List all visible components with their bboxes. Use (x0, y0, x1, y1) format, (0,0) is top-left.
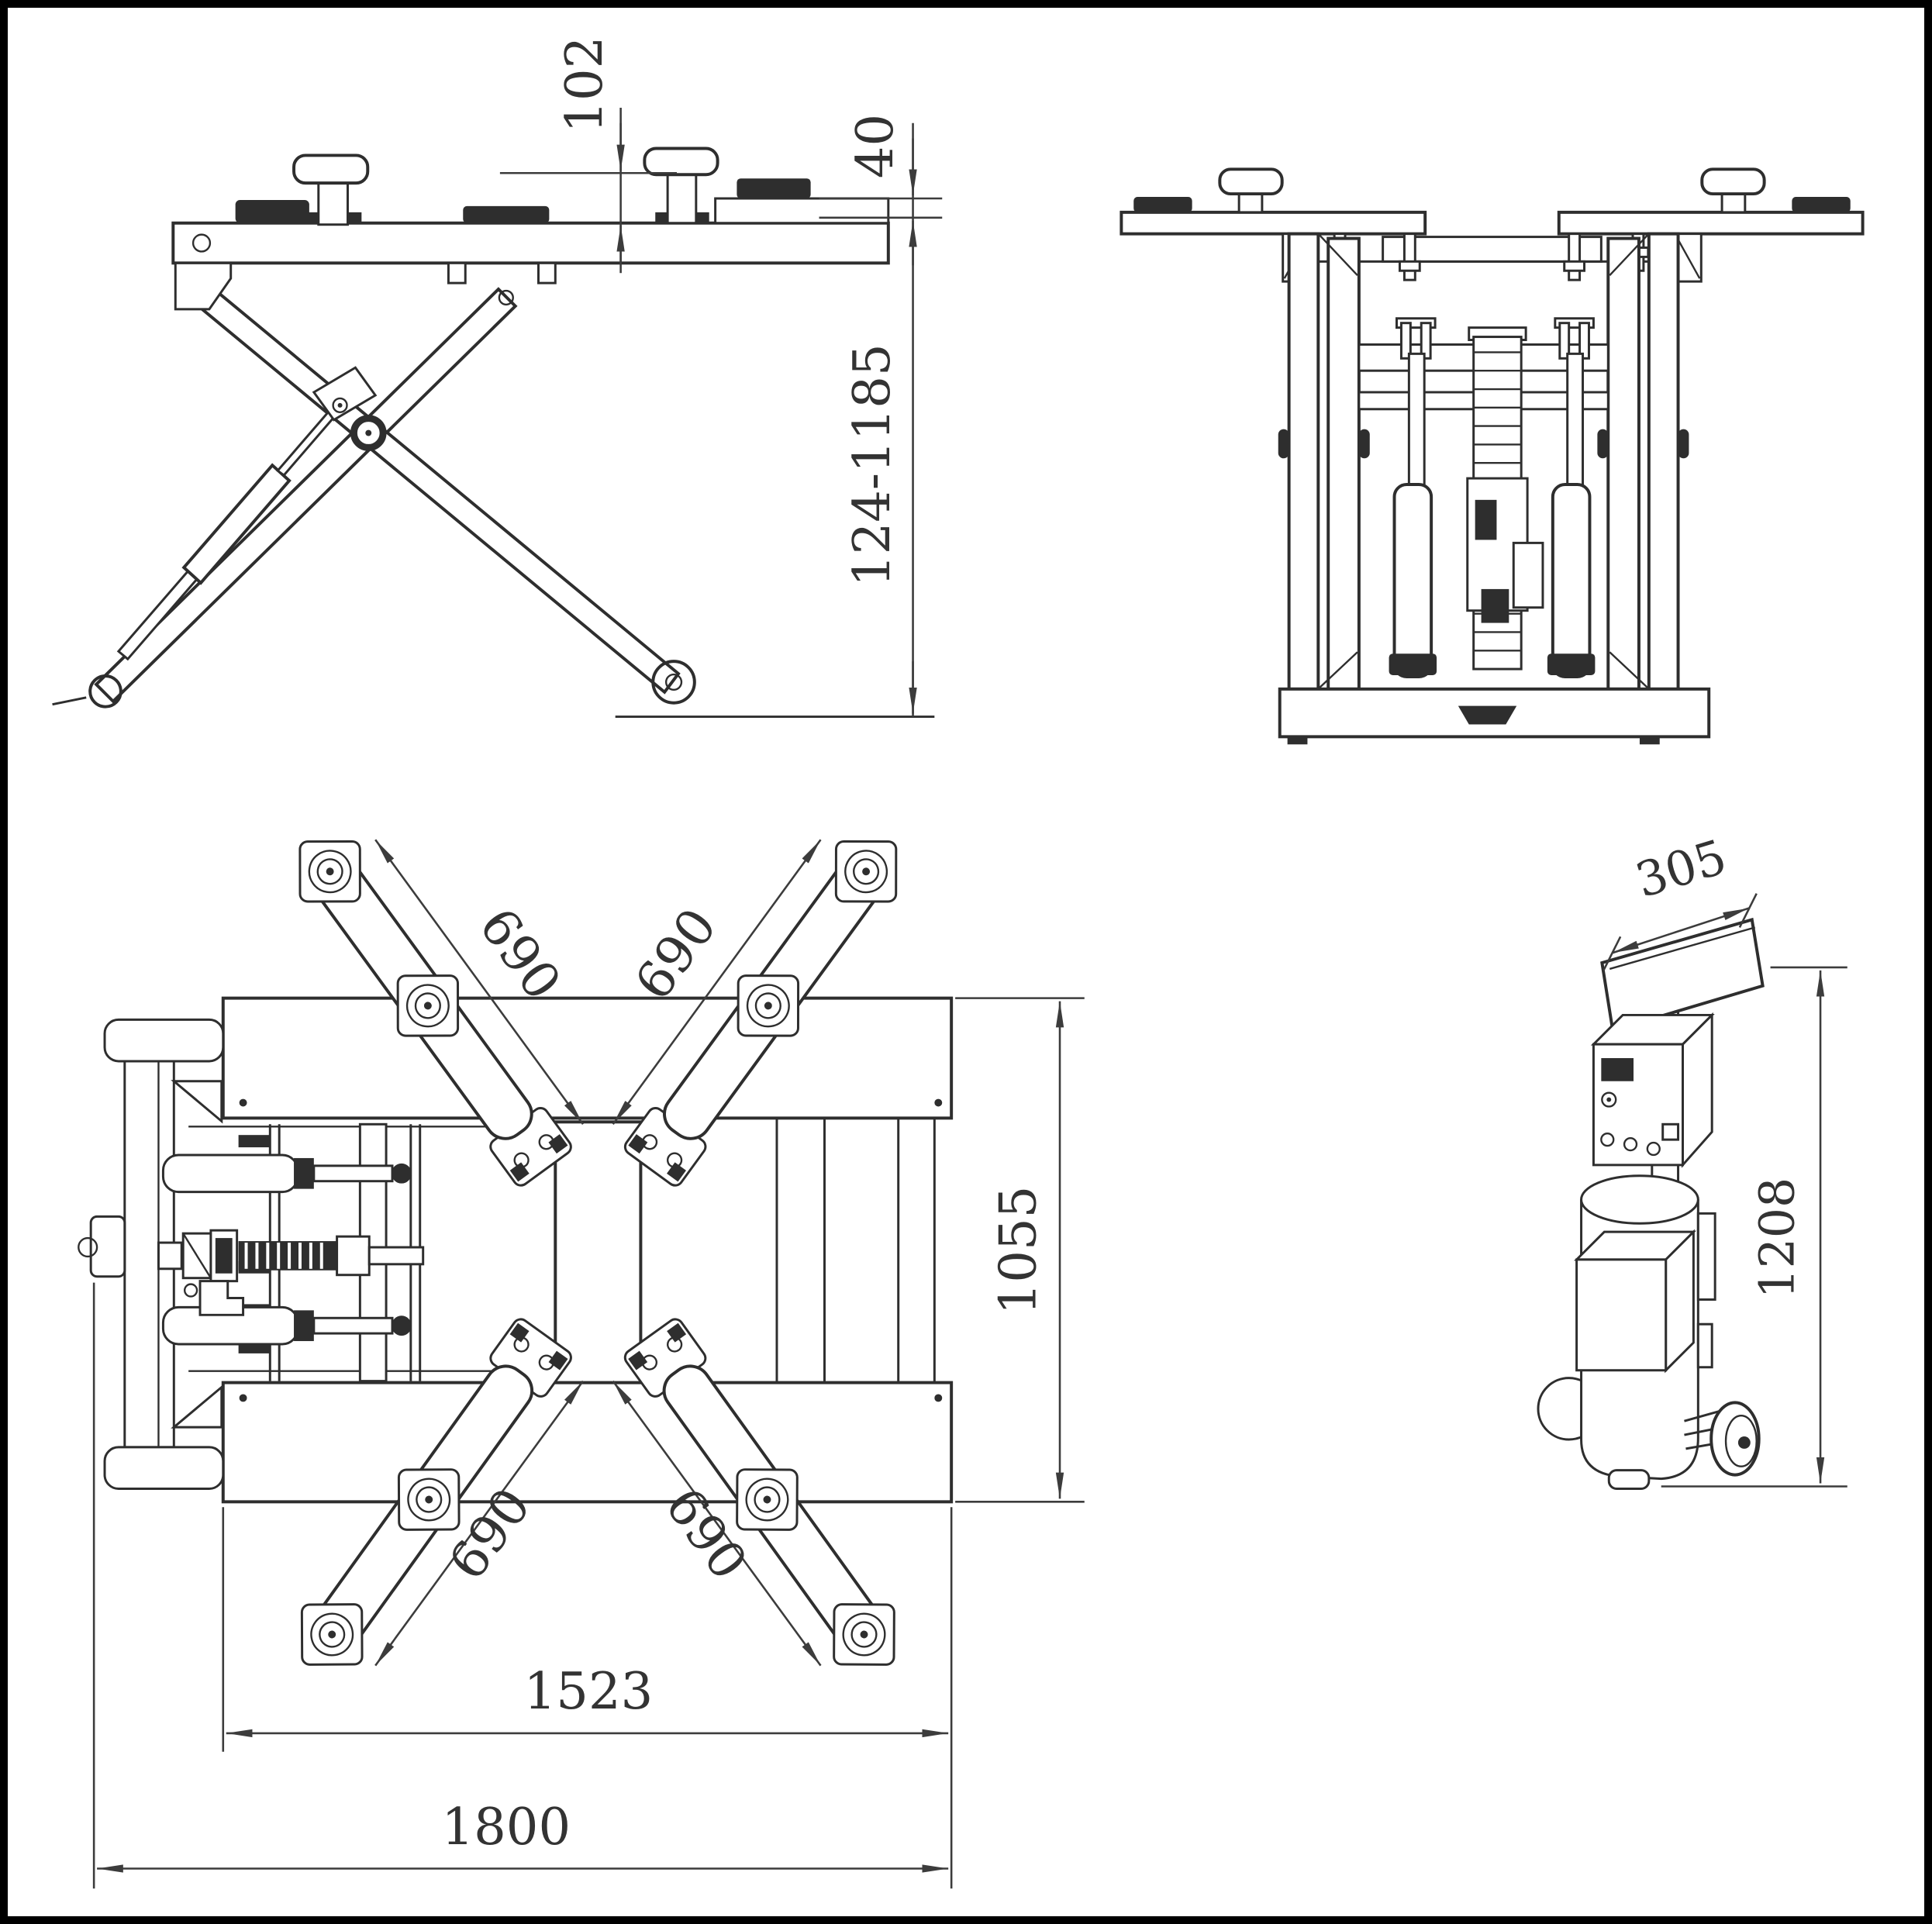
deck-tab (536, 261, 557, 284)
plan-left-bracket (78, 1018, 225, 1490)
plan-ramp (775, 1118, 936, 1383)
front-cylinder-right (1547, 317, 1596, 678)
front-base-frame (1278, 687, 1711, 745)
dim-label-pad-height: 102 (555, 36, 614, 133)
dim-pad-height: 102 (499, 36, 678, 274)
far-rail-edge (714, 197, 890, 225)
plan-hydraulics (157, 1122, 425, 1383)
chain-column (1466, 326, 1544, 671)
front-platform-right (1557, 210, 1865, 236)
control-display (1601, 1057, 1634, 1081)
dim-label-overall-length: 1800 (442, 1798, 571, 1857)
side-hydraulic-cylinder (116, 366, 378, 661)
dim-inner-length: 1523 (222, 1507, 953, 1889)
plan-cylinder-lower (161, 1305, 412, 1346)
plan-power-screw (157, 1229, 425, 1316)
control-button (1623, 1136, 1638, 1152)
frame-columns (1278, 232, 1689, 691)
scissor-legs (88, 282, 696, 709)
front-crossbar (1382, 236, 1603, 263)
deck-hole (191, 233, 212, 253)
cylinder-bracket (312, 366, 378, 422)
side-elevation-view: 102 40 124-1185 (52, 36, 943, 719)
tow-hook (78, 1236, 98, 1258)
ground-tail-line (52, 696, 87, 706)
deck-left-bracket (174, 261, 233, 311)
dim-label-arm-upper-left: 690 (467, 898, 572, 1011)
dim-deck-and-range: 40 124-1185 (819, 114, 943, 717)
motor-box (1574, 1229, 1696, 1374)
front-lift-pads (1133, 167, 1851, 214)
dim-label-arm-upper-right: 690 (624, 898, 729, 1011)
control-box (1590, 1012, 1715, 1168)
dim-label-overall-width: 1055 (988, 1186, 1047, 1315)
dim-label-deck-thickness: 40 (846, 114, 905, 178)
control-knob (1601, 1091, 1617, 1108)
plan-platform-bottom (221, 1381, 954, 1504)
dim-unit-height: 1208 (1661, 966, 1847, 1488)
tank-foot (1607, 1469, 1651, 1490)
front-elevation-view (1120, 167, 1865, 745)
transport-wheel (1684, 1401, 1761, 1477)
power-unit-view: 305 1208 (1537, 829, 1847, 1490)
base-foot-pedal (1458, 705, 1517, 725)
side-lift-pads (235, 147, 811, 226)
control-button (1600, 1133, 1615, 1147)
control-button (1646, 1141, 1661, 1157)
plan-center-column (554, 1120, 643, 1384)
dim-label-tray-width: 305 (1630, 829, 1733, 909)
dim-label-inner-length: 1523 (524, 1662, 654, 1721)
front-platform-left (1120, 210, 1427, 236)
handle-tray (1600, 917, 1765, 1033)
dim-label-unit-height: 1208 (1749, 1178, 1805, 1299)
dim-overall-length: 1800 (92, 1282, 949, 1889)
side-platform-deck (171, 221, 890, 265)
plan-view: 690 690 690 690 1055 1523 1800 (78, 839, 1085, 1889)
plan-platform-top (221, 996, 954, 1120)
front-cylinder-left (1389, 317, 1437, 678)
plan-cylinder-upper (161, 1153, 412, 1194)
dim-overall-width: 1055 (955, 997, 1085, 1503)
scissor-lift-drawing: 102 40 124-1185 (52, 36, 1865, 1889)
deck-tab (447, 261, 467, 284)
dim-label-lift-range: 124-1185 (843, 343, 902, 587)
